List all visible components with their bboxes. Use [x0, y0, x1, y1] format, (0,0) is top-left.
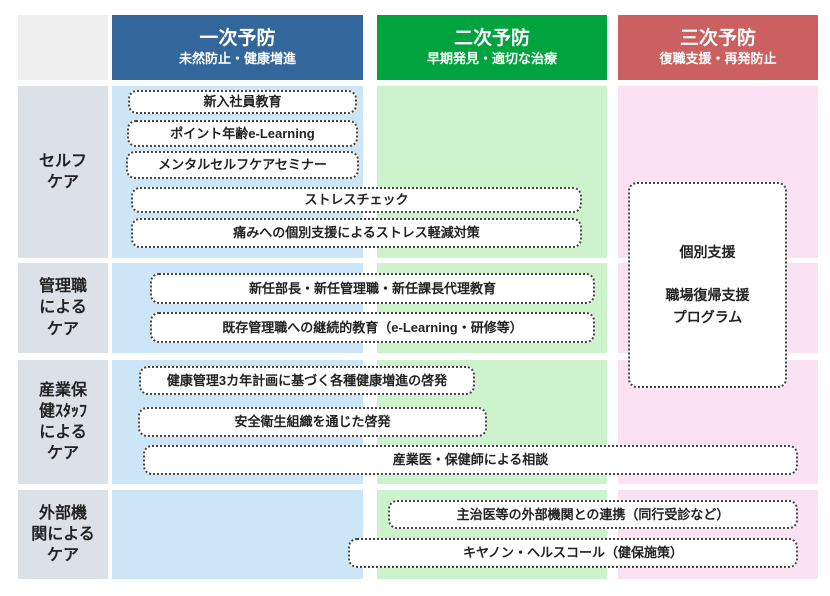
header-primary-prevention: 一次予防 未然防止・健康増進 [112, 15, 363, 80]
box-health-management-3year-plan: 健康管理3カ年計画に基づく各種健康増進の啓発 [139, 366, 475, 395]
box-individual-support-return-to-work-program: 個別支援 職場復帰支援 プログラム [628, 182, 787, 388]
header-tertiary-prevention: 三次予防 復職支援・再発防止 [618, 15, 818, 80]
header-primary-subtitle: 未然防止・健康増進 [178, 50, 296, 66]
header-secondary-prevention: 二次予防 早期発見・適切な治療 [377, 15, 607, 80]
row-label-manager-care: 管理職 による ケア [18, 263, 108, 353]
band-primary-row4 [112, 490, 363, 579]
header-tertiary-subtitle: 復職支援・再発防止 [659, 50, 777, 66]
box-mental-self-care-seminar: メンタルセルフケアセミナー [126, 151, 359, 179]
row-label-external-organization-care: 外部機 関による ケア [18, 490, 108, 579]
box-point-age-elearning: ポイント年齢e-Learning [127, 120, 358, 147]
header-primary-title: 一次予防 [199, 28, 276, 50]
header-secondary-subtitle: 早期発見・適切な治療 [426, 50, 557, 66]
row-label-occupational-health-staff-care: 産業保 健ｽﾀｯﾌ による ケア [18, 360, 108, 484]
box-existing-manager-continuous-education: 既存管理職への継続的教育（e-Learning・研修等） [150, 312, 595, 343]
box-new-manager-education: 新任部長・新任管理職・新任課長代理教育 [150, 273, 595, 304]
box-canon-health-call: キヤノン・ヘルスコール（健保施策） [348, 538, 798, 568]
box-external-medical-cooperation: 主治医等の外部機関との連携（同行受診など） [388, 500, 798, 529]
box-stress-check: ストレスチェック [131, 187, 582, 213]
box-individual-support-stress-reduction: 痛みへの個別支援によるストレス軽減対策 [131, 218, 582, 248]
box-occupational-doctor-consultation: 産業医・保健師による相談 [143, 445, 798, 475]
header-tertiary-title: 三次予防 [679, 28, 756, 50]
header-secondary-title: 二次予防 [453, 28, 530, 50]
box-new-employee-education: 新入社員教育 [128, 90, 357, 114]
box-safety-hygiene-organization: 安全衛生組織を通じた啓発 [138, 407, 487, 437]
row-label-self-care: セルフ ケア [18, 86, 108, 258]
corner-cell [18, 15, 108, 80]
